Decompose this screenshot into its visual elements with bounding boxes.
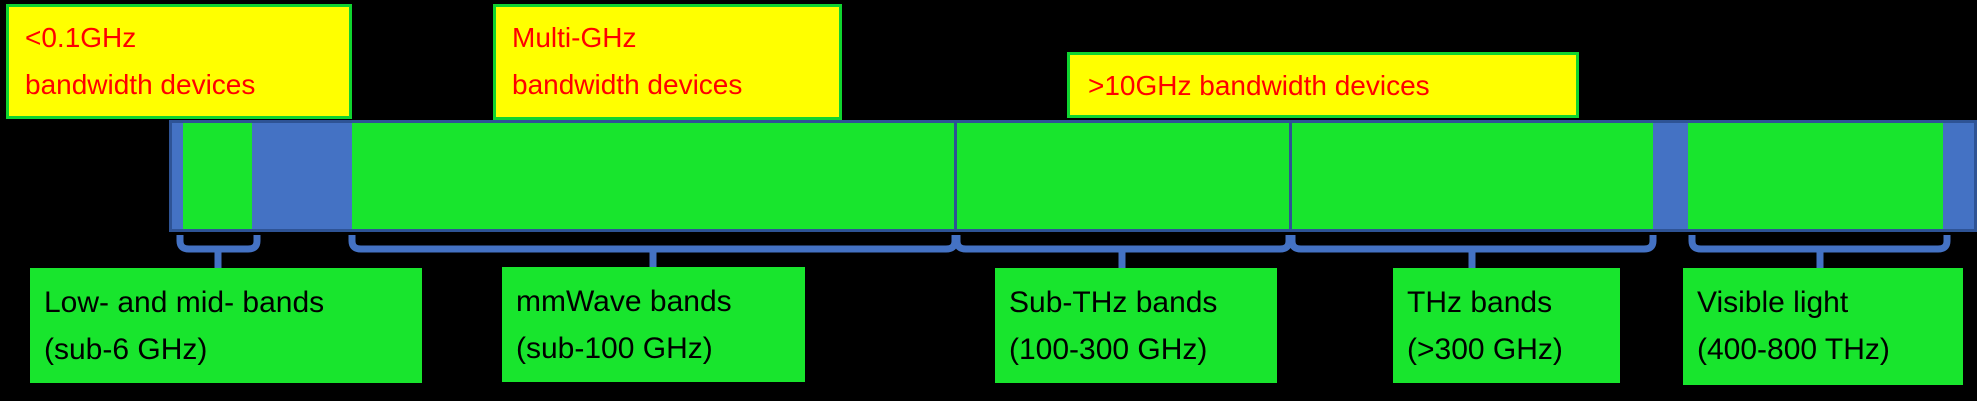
brace-low-mid-bands: [176, 235, 261, 272]
segment-low-mid-bands: [183, 123, 252, 229]
label-visible-light: Visible light (400-800 THz): [1683, 268, 1963, 385]
callout-sub-0.1ghz-devices: <0.1GHz bandwidth devices: [6, 4, 352, 119]
segment-divider: [954, 123, 957, 229]
label-sub-thz-bands: Sub-THz bands (100-300 GHz): [995, 268, 1277, 383]
callout-line: bandwidth devices: [512, 69, 743, 100]
brace-thz-bands: [1288, 235, 1657, 272]
label-mmwave-bands: mmWave bands (sub-100 GHz): [502, 267, 805, 382]
segment-sub-thz-bands: [957, 123, 1289, 229]
segment-divider: [1289, 123, 1292, 229]
callout-gt-10ghz-devices: >10GHz bandwidth devices: [1067, 52, 1579, 118]
band-range: (400-800 THz): [1697, 333, 1890, 366]
band-range: (100-300 GHz): [1009, 333, 1208, 366]
label-thz-bands: THz bands (>300 GHz): [1393, 268, 1620, 383]
spectrum-bar: [169, 120, 1977, 232]
segment-thz-bands: [1292, 123, 1653, 229]
callout-line: bandwidth devices: [25, 69, 256, 100]
band-range: (sub-6 GHz): [44, 333, 208, 366]
callout-line: >10GHz bandwidth devices: [1088, 69, 1430, 101]
band-name: Low- and mid- bands: [44, 286, 325, 319]
callout-multi-ghz-devices: Multi-GHz bandwidth devices: [493, 4, 842, 120]
band-name: THz bands: [1407, 286, 1553, 319]
band-name: mmWave bands: [516, 285, 732, 318]
brace-visible-light: [1688, 235, 1951, 272]
brace-sub-thz-bands: [953, 235, 1293, 272]
callout-line: <0.1GHz: [25, 22, 137, 53]
band-name: Sub-THz bands: [1009, 286, 1218, 319]
band-name: Visible light: [1697, 286, 1849, 319]
band-range: (sub-100 GHz): [516, 332, 713, 365]
label-low-mid-bands: Low- and mid- bands (sub-6 GHz): [30, 268, 422, 383]
segment-visible-light: [1688, 123, 1943, 229]
callout-line: Multi-GHz: [512, 22, 637, 53]
segment-mmwave-bands: [352, 123, 954, 229]
band-range: (>300 GHz): [1407, 333, 1563, 366]
